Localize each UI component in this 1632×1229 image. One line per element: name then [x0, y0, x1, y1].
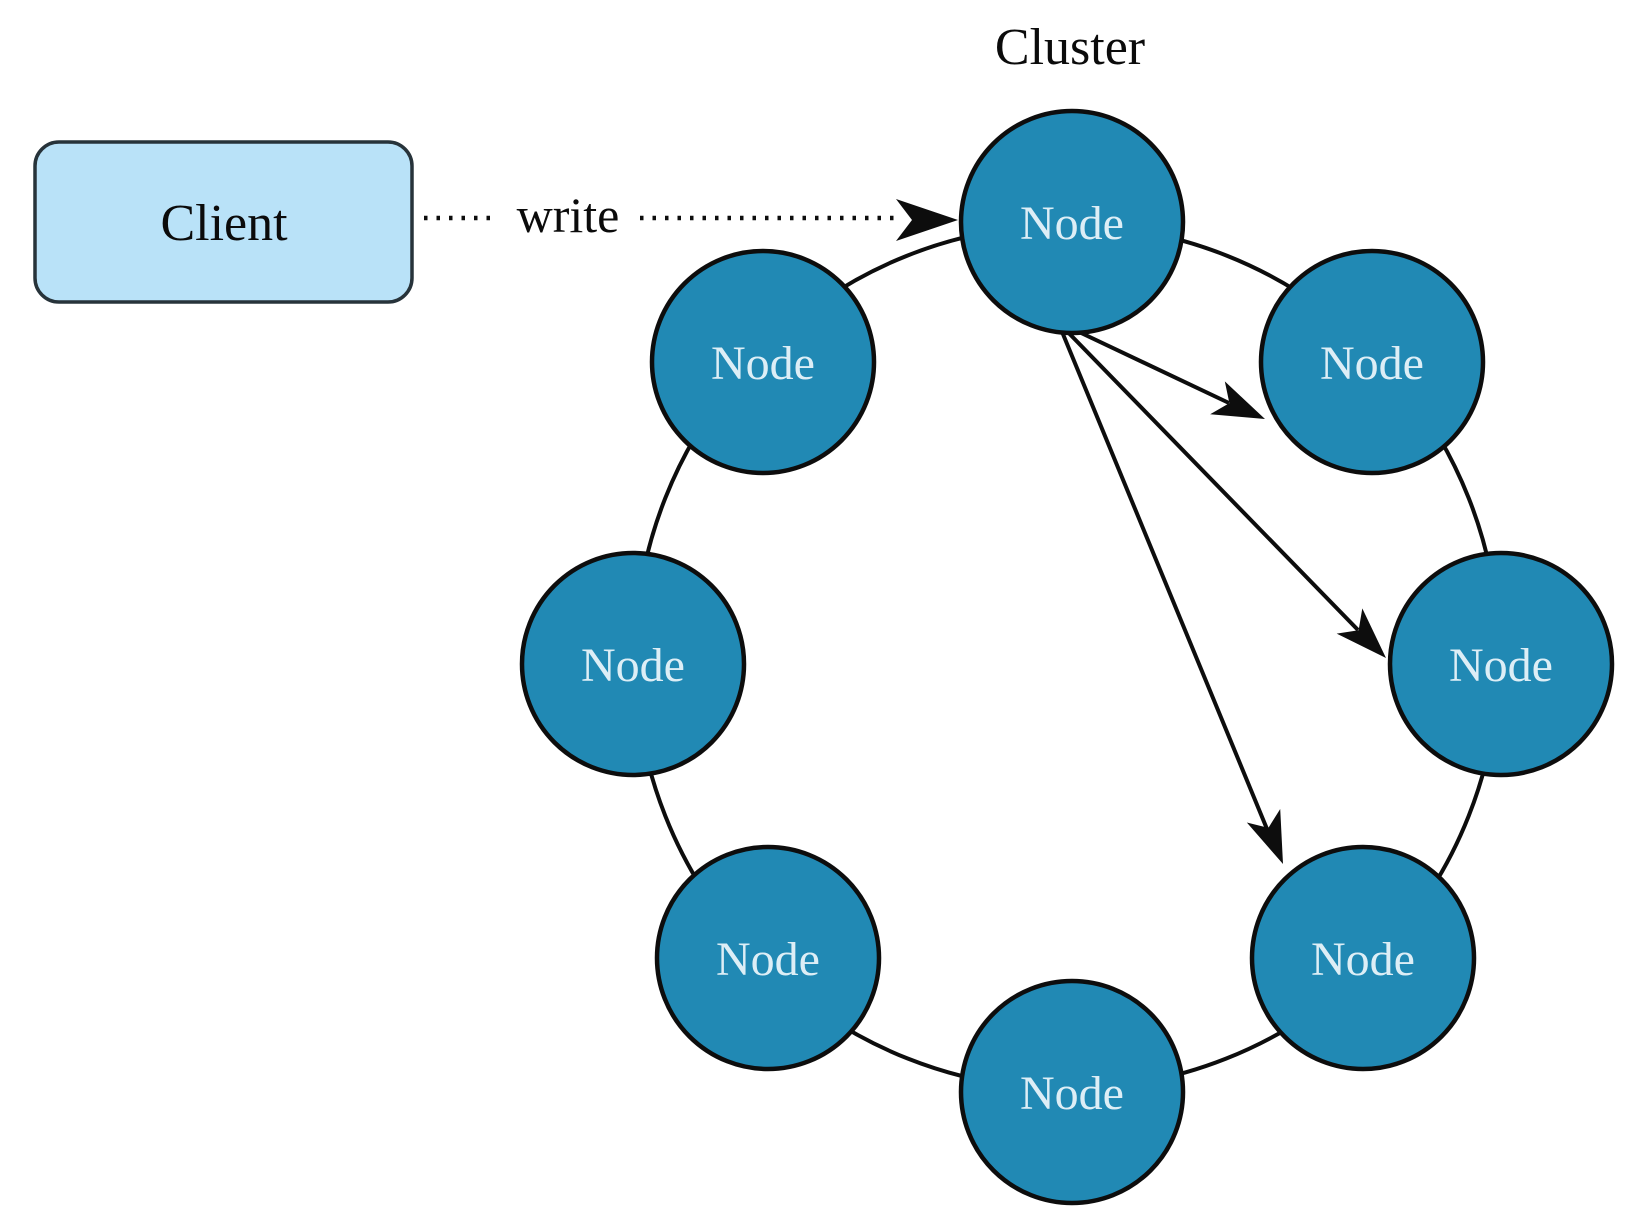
write-arrow-label: write — [517, 187, 620, 243]
node-label: Node — [581, 639, 685, 692]
replication-arrows — [1056, 320, 1386, 864]
node-label: Node — [1020, 1067, 1124, 1120]
node-top: Node — [958, 108, 1186, 336]
arrowhead-icon — [1336, 608, 1386, 658]
client-box — [33, 140, 414, 304]
node-circle — [1387, 550, 1615, 778]
node-label: Node — [1449, 639, 1553, 692]
node-upper-right: Node — [1258, 248, 1486, 476]
write-arrow: write — [424, 187, 958, 243]
write-arrowhead-icon — [896, 199, 958, 241]
replication-arrow-to-upper-right — [1057, 320, 1265, 419]
node-upper-left: Node — [649, 248, 877, 476]
arrowhead-icon — [1246, 809, 1283, 864]
replication-arrow-line — [1056, 320, 1360, 632]
node-left: Node — [519, 550, 747, 778]
node-lower-left: Node — [654, 844, 882, 1072]
client-label: Client — [160, 195, 288, 252]
replication-arrow-to-lower-right — [1056, 321, 1283, 864]
node-circle — [958, 108, 1186, 336]
replication-arrow-line — [1056, 321, 1269, 830]
node-label: Node — [711, 337, 815, 390]
replication-arrow-to-right — [1056, 320, 1386, 658]
client-node: Client — [33, 140, 414, 304]
node-right: Node — [1387, 550, 1615, 778]
node-label: Node — [1311, 933, 1415, 986]
node-circle — [1258, 248, 1486, 476]
node-bottom: Node — [958, 978, 1186, 1206]
node-circle — [519, 550, 747, 778]
node-circle — [649, 248, 877, 476]
replication-arrow-line — [1057, 320, 1230, 405]
node-circle — [1249, 844, 1477, 1072]
arrowhead-icon — [1210, 381, 1265, 419]
node-label: Node — [1320, 337, 1424, 390]
cluster-title: Cluster — [995, 19, 1145, 76]
node-label: Node — [716, 933, 820, 986]
node-circle — [958, 978, 1186, 1206]
node-lower-right: Node — [1249, 844, 1477, 1072]
node-circle — [654, 844, 882, 1072]
node-label: Node — [1020, 197, 1124, 250]
